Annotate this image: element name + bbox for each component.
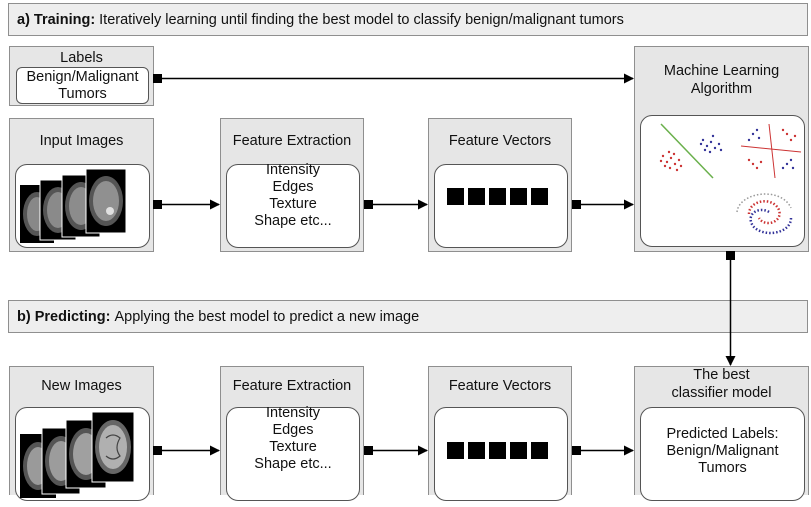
arrow-vectors-to-best-model xyxy=(572,445,634,456)
predicted-labels: Predicted Labels: Benign/Malignant Tumor… xyxy=(641,426,804,477)
feature-vectors-box-predicting: Feature Vectors xyxy=(428,366,572,501)
predicted-labels-line1: Predicted Labels: xyxy=(666,426,779,442)
mri-stack-image xyxy=(20,168,127,243)
best-model-box: The best classifier model Predicted Labe… xyxy=(634,366,809,501)
feature-vector-cell xyxy=(468,442,485,459)
feature-item: Edges xyxy=(272,422,314,438)
best-model-title-2: classifier model xyxy=(671,385,772,401)
feature-vector-cell xyxy=(489,442,506,459)
feature-vector-cell xyxy=(468,188,485,205)
predicting-banner-text: Applying the best model to predict a new… xyxy=(114,308,420,325)
input-images-title: Input Images xyxy=(39,133,124,149)
ml-algorithm-panel xyxy=(640,115,805,247)
best-model-title-1: The best xyxy=(693,367,750,383)
best-model-panel: Predicted Labels: Benign/Malignant Tumor… xyxy=(640,407,805,501)
arrow-extraction-to-vectors xyxy=(364,199,428,210)
feature-item: Intensity xyxy=(266,162,320,178)
arrow-input-to-extraction xyxy=(153,199,220,210)
arrow-new-to-extraction xyxy=(153,445,220,456)
feature-vectors-title-training: Feature Vectors xyxy=(448,133,552,149)
feature-vector-cell xyxy=(531,188,548,205)
ml-algorithm-title-1: Machine Learning xyxy=(663,63,780,79)
mri-slice-4 xyxy=(91,411,135,483)
feature-vector-cell xyxy=(447,442,464,459)
predicted-labels-line3: Tumors xyxy=(698,460,747,476)
training-banner-text: Iteratively learning until finding the b… xyxy=(99,11,624,28)
feature-item: Intensity xyxy=(266,405,320,421)
ml-algorithm-title-2: Algorithm xyxy=(690,81,753,97)
labels-box: Labels Benign/Malignant Tumors xyxy=(9,46,154,106)
feature-vector-cell xyxy=(531,442,548,459)
labels-title: Labels xyxy=(60,50,103,66)
feature-item: Texture xyxy=(269,439,317,455)
xor-clusters xyxy=(747,128,795,170)
blue-cluster-1 xyxy=(699,134,723,154)
labels-inner: Benign/Malignant Tumors xyxy=(16,67,149,104)
input-images-panel xyxy=(15,164,150,248)
input-images-box: Input Images xyxy=(9,118,154,252)
arrow-labels-to-ml xyxy=(153,73,634,84)
feature-vectors-title-predicting: Feature Vectors xyxy=(448,378,552,394)
feature-extraction-list-training: Intensity Edges Texture Shape etc... xyxy=(227,162,359,230)
predicted-labels-line2: Benign/Malignant xyxy=(666,443,779,459)
feature-item: Shape etc... xyxy=(254,456,332,472)
arrow-extraction-to-vectors-predicting xyxy=(364,445,428,456)
feature-vector-cell xyxy=(510,442,527,459)
ml-algorithm-box: Machine Learning Algorithm xyxy=(634,46,809,252)
new-images-title: New Images xyxy=(41,378,122,394)
feature-item: Texture xyxy=(269,196,317,212)
cluster-plots-image xyxy=(659,123,802,235)
new-images-box: New Images xyxy=(9,366,154,501)
training-banner: a) Training: Iteratively learning until … xyxy=(8,3,808,36)
feature-item: Edges xyxy=(272,179,314,195)
feature-extraction-list-predicting: Intensity Edges Texture Shape etc... xyxy=(227,405,359,473)
new-images-panel xyxy=(15,407,150,501)
spiral-clusters xyxy=(736,193,793,235)
feature-extraction-title-training: Feature Extraction xyxy=(232,133,352,149)
feature-vector-cell xyxy=(510,188,527,205)
feature-item: Shape etc... xyxy=(254,213,332,229)
mri-slice-4 xyxy=(85,168,127,234)
feature-vector-cell xyxy=(489,188,506,205)
feature-extraction-box-predicting: Feature Extraction Intensity Edges Textu… xyxy=(220,366,364,501)
mri-stack-image-new xyxy=(20,411,135,498)
connectors xyxy=(153,73,736,456)
feature-extraction-panel-predicting: Intensity Edges Texture Shape etc... xyxy=(226,405,360,501)
training-banner-prefix: a) Training: xyxy=(17,11,96,28)
feature-extraction-panel-training: Intensity Edges Texture Shape etc... xyxy=(226,162,360,248)
red-cluster-1 xyxy=(659,150,683,172)
predicting-banner-prefix: b) Predicting: xyxy=(17,308,111,325)
feature-vectors-panel-training xyxy=(434,164,568,248)
labels-line1: Benign/Malignant xyxy=(26,68,139,85)
feature-vectors-panel-predicting xyxy=(434,407,568,501)
feature-extraction-box-training: Feature Extraction Intensity Edges Textu… xyxy=(220,118,364,252)
arrow-ml-to-best-model xyxy=(725,251,736,366)
predicting-banner: b) Predicting: Applying the best model t… xyxy=(8,300,808,333)
arrow-vectors-to-ml xyxy=(572,199,634,210)
feature-extraction-title-predicting: Feature Extraction xyxy=(232,378,352,394)
feature-vectors-box-training: Feature Vectors xyxy=(428,118,572,252)
feature-vector-cell xyxy=(447,188,464,205)
decision-boundary xyxy=(660,123,714,179)
labels-line2: Tumors xyxy=(58,85,107,102)
